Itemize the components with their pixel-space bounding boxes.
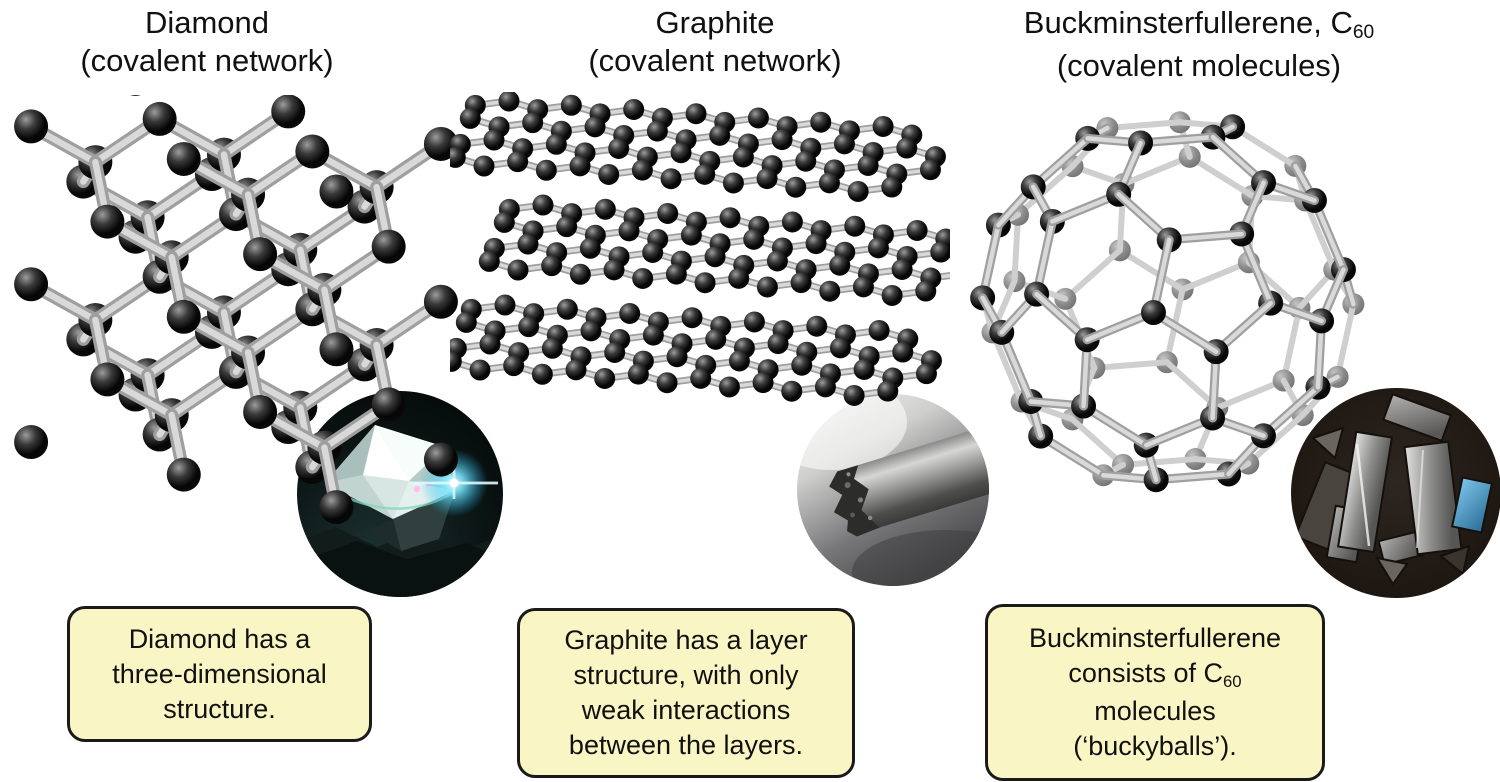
- diamond-title-line: Diamond: [144, 5, 270, 40]
- graphite-subtitle: (covalent network): [588, 43, 842, 78]
- buckminsterfullerene-c60-model: [970, 111, 1365, 493]
- caption-line: consists of C60: [1068, 658, 1242, 691]
- graphite-title-line: Graphite: [655, 5, 775, 40]
- fullerene-title-line: Buckminsterfullerene, C60: [1023, 5, 1375, 44]
- c60-subscript: 60: [1352, 22, 1375, 44]
- caption-line: structure, with only: [573, 660, 799, 690]
- diamond-lattice-model: [14, 95, 458, 525]
- caption-line: Diamond has a: [128, 623, 311, 654]
- fullerene-subtitle: (covalent molecules): [1056, 48, 1342, 83]
- diamond-title: Diamond (covalent network): [7, 4, 407, 80]
- fullerene-title: Buckminsterfullerene, C60 (covalent mole…: [946, 4, 1452, 85]
- caption-line: (‘buckyballs’).: [1073, 731, 1237, 761]
- graphite-caption-box: Graphite has a layer structure, with onl…: [517, 608, 855, 778]
- caption-line: weak interactions: [581, 695, 791, 725]
- caption-line: structure.: [163, 693, 276, 724]
- graphite-title: Graphite (covalent network): [515, 4, 915, 80]
- diamond-subtitle: (covalent network): [80, 43, 334, 78]
- caption-line: Graphite has a layer: [564, 625, 808, 655]
- caption-line: Buckminsterfullerene: [1028, 623, 1282, 653]
- fullerene-crystals-photo: [1291, 388, 1500, 598]
- caption-line: molecules: [1094, 696, 1216, 726]
- caption-line: three-dimensional: [112, 658, 327, 689]
- fullerene-caption-box: Buckminsterfullerene consists of C60 mol…: [985, 604, 1325, 781]
- graphite-layers-model: [450, 92, 950, 406]
- caption-line: between the layers.: [568, 730, 804, 760]
- diamond-caption-box: Diamond has a three-dimensional structur…: [67, 606, 372, 742]
- fullerene-photo-art: [1291, 388, 1500, 598]
- c60-subscript: 60: [1222, 671, 1242, 691]
